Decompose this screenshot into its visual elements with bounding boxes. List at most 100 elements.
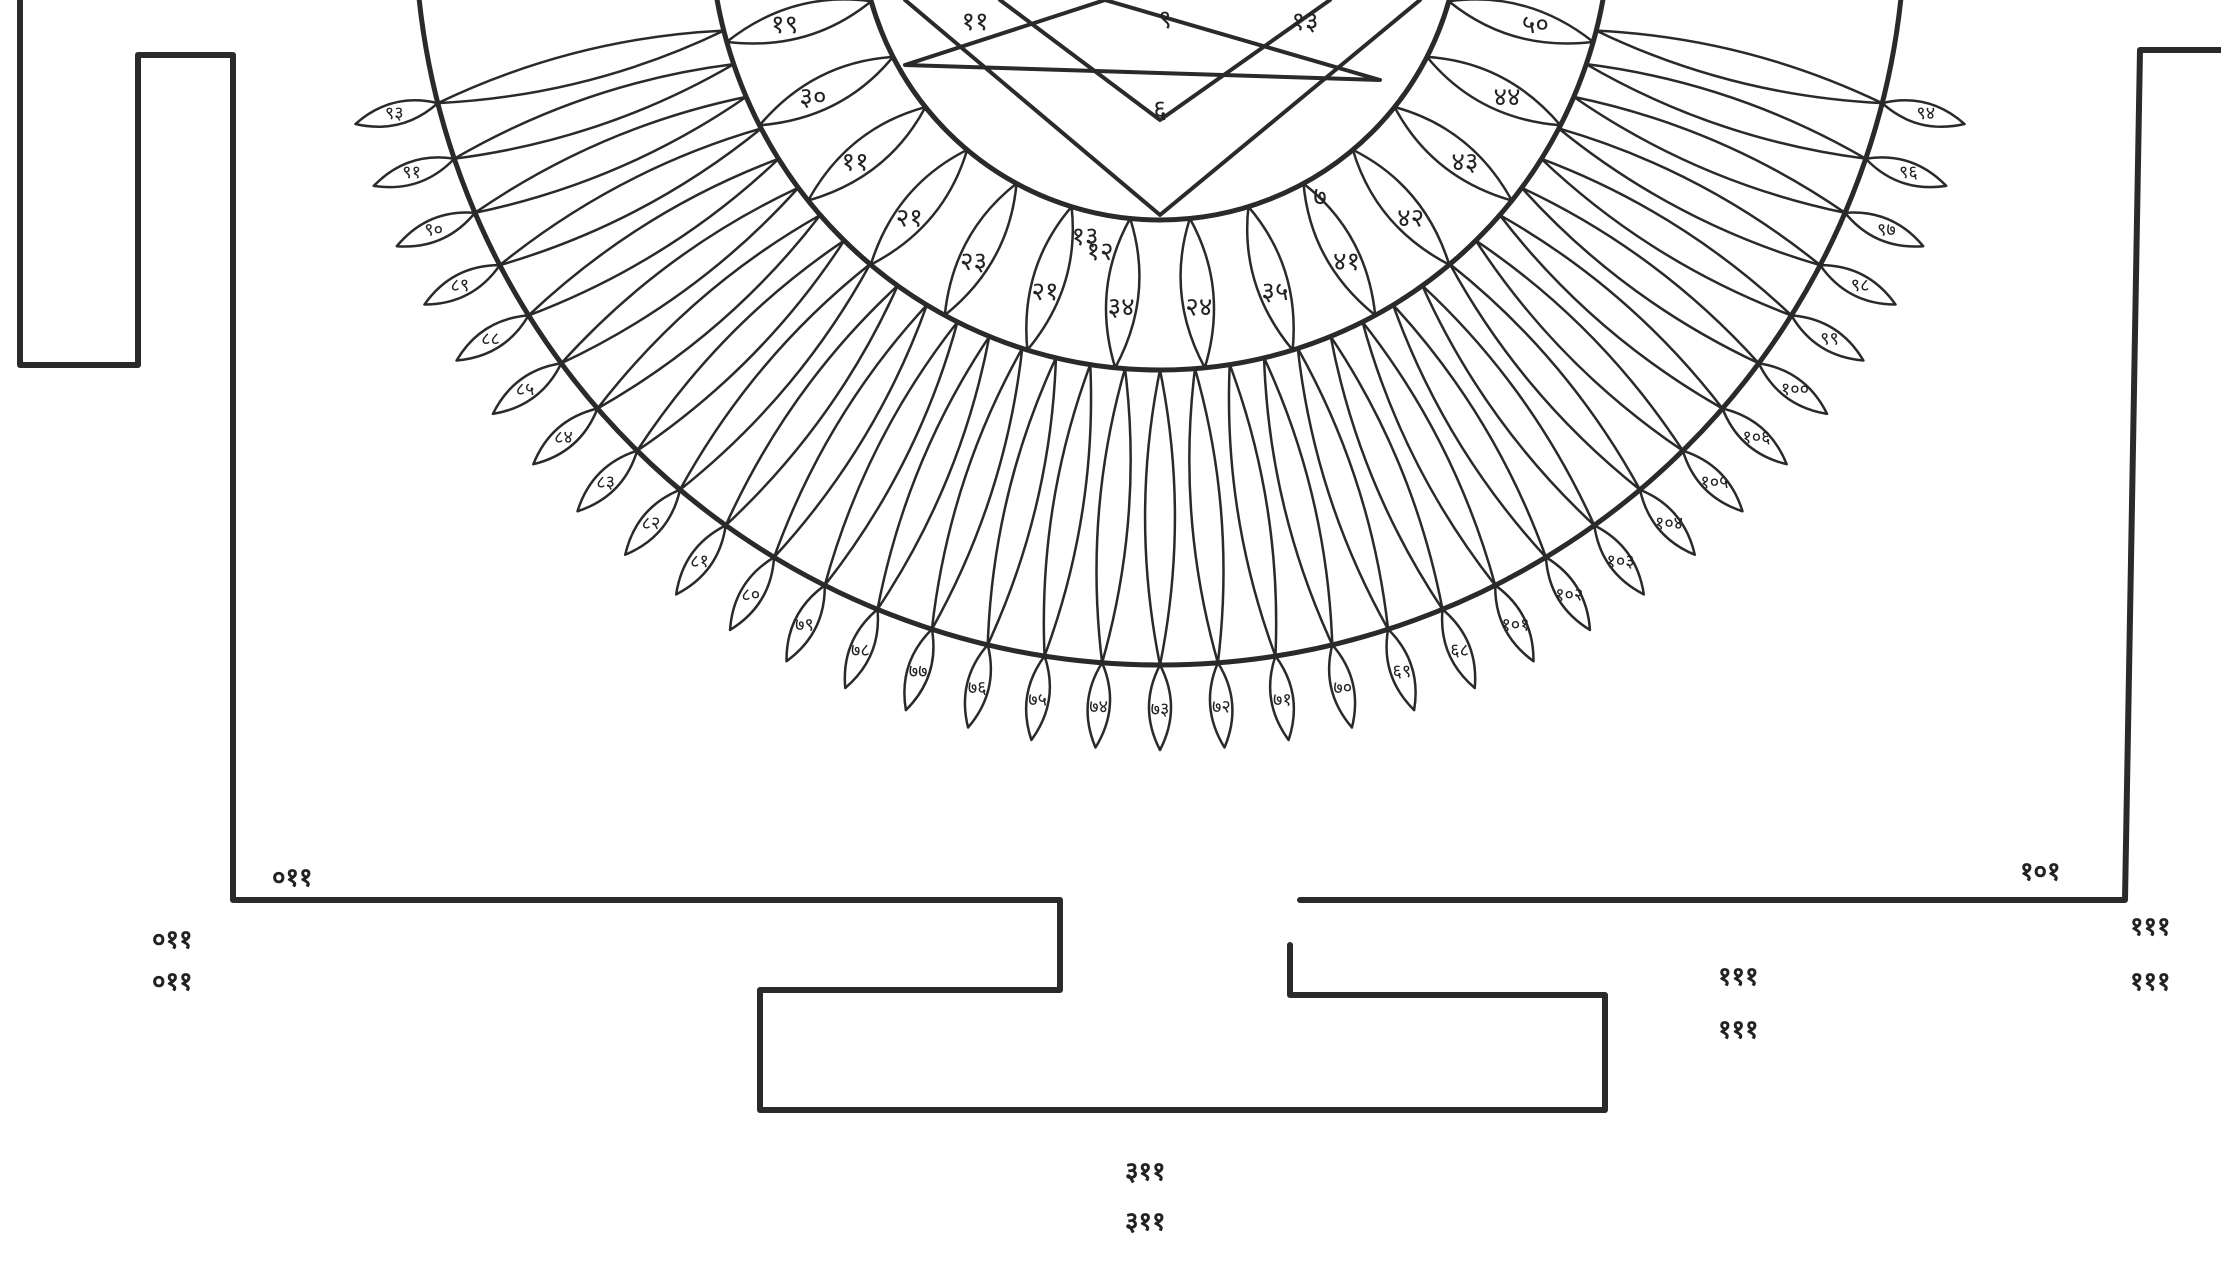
petals-outer xyxy=(355,31,1964,750)
petals-middle xyxy=(727,0,1593,368)
outer-petal xyxy=(988,358,1056,645)
frame-label-left-bottom-2: ०११ xyxy=(152,967,193,997)
outer-petal xyxy=(1044,365,1091,656)
outer-petal xyxy=(1096,369,1130,663)
fringe-petal-label: ७३ xyxy=(1151,699,1170,720)
frame-label-right-bottom-2: १११ xyxy=(2130,967,2171,997)
frame-labels: ०११ ०११ ०११ १०१ १११ १११ १११ १११ ३११ ३११ xyxy=(152,857,2171,1237)
outer-petal xyxy=(1145,370,1175,665)
outer-petal xyxy=(1522,188,1759,364)
fringe-petal-label: ८१ xyxy=(690,551,709,572)
frame-label-gate-right-1: १११ xyxy=(1718,962,1759,992)
outer-frame xyxy=(20,0,2221,1110)
fringe-petal-label: ८५ xyxy=(516,379,535,400)
middle-petal-label: २१ xyxy=(896,203,923,233)
fringe-petal-label: १०३ xyxy=(1606,551,1634,572)
fringe-petal-label: ८० xyxy=(741,585,760,606)
frame-right-side xyxy=(1300,50,2221,900)
fringe-petal-label: ७९ xyxy=(795,614,814,635)
middle-petal-label: २३ xyxy=(960,247,987,277)
fringe-petal-label: १०० xyxy=(1781,379,1809,400)
fringe-petal-label: ९० xyxy=(424,219,443,240)
middle-petal xyxy=(727,0,871,44)
outer-petal xyxy=(1264,358,1332,645)
fringe-petal-label: १०१ xyxy=(1501,614,1529,635)
outer-petal xyxy=(1541,159,1791,316)
fringe-petal-label: ९१ xyxy=(402,162,421,183)
fringe-petal-label: ९८ xyxy=(1851,275,1870,296)
outer-petal xyxy=(597,215,820,408)
fringe-petal-label: ७७ xyxy=(909,661,928,682)
frame-label-gate-right-2: १११ xyxy=(1718,1015,1759,1045)
triangle-label: ७ xyxy=(1313,182,1327,212)
fringe-petal-label: १०६ xyxy=(1742,427,1770,448)
middle-petal-label: ४१ xyxy=(1333,247,1360,277)
middle-petal-label: २१ xyxy=(1032,277,1059,307)
middle-petal-label: २४ xyxy=(1185,293,1212,323)
outer-petal xyxy=(1362,322,1495,585)
middle-petal-label: ४४ xyxy=(1494,82,1521,112)
outer-petal xyxy=(529,159,779,316)
triangle-labels: ११९६१३१३७१२ xyxy=(961,5,1326,267)
middle-petal-label: ४२ xyxy=(1397,203,1424,233)
middle-petal-label: १९ xyxy=(771,10,798,40)
triangle-label: ११ xyxy=(961,7,988,37)
middle-petal-label: ३५ xyxy=(1261,277,1288,307)
fringe-petal-label: ७१ xyxy=(1273,689,1292,710)
outer-petal xyxy=(475,97,746,213)
triangle-label: ९ xyxy=(1158,5,1172,35)
outer-petal xyxy=(1229,365,1276,656)
outer-petal xyxy=(1574,97,1845,213)
outer-petal xyxy=(1189,369,1223,663)
fringe-petal-label: ९७ xyxy=(1877,219,1896,240)
outer-petal xyxy=(680,264,870,490)
outer-petal xyxy=(561,188,798,364)
outer-petal xyxy=(877,336,989,609)
fringe-petal-label: ७० xyxy=(1333,678,1352,699)
fringe-petal-label: ८३ xyxy=(596,472,615,493)
outer-petal xyxy=(1500,215,1723,408)
fringe-petal-label: ८२ xyxy=(642,513,661,534)
outer-petal xyxy=(774,305,927,557)
fringe-petal-label: १०२ xyxy=(1555,585,1583,606)
outer-petal xyxy=(637,241,844,451)
fringe-petal-label: १०४ xyxy=(1655,513,1683,534)
middle-petal-label: ३० xyxy=(799,82,826,112)
fringe-petal-label: ७८ xyxy=(851,640,870,661)
outer-petal xyxy=(1393,305,1546,557)
frame-label-right-bottom-1: १११ xyxy=(2130,912,2171,942)
fringe-petal-label: ९६ xyxy=(1899,162,1918,183)
fringe-petal-label: ९९ xyxy=(1820,328,1839,349)
frame-label-gate-bottom-1: ३११ xyxy=(1125,1157,1166,1187)
middle-petal-label: ११ xyxy=(842,148,869,178)
frame-label-right-top: १०१ xyxy=(2020,857,2061,887)
triangle-label: १२ xyxy=(1086,237,1113,267)
fringe-petal-label: ७६ xyxy=(968,678,987,699)
outer-petal xyxy=(1331,336,1443,609)
fringe-petal-label: ७२ xyxy=(1212,697,1231,718)
outer-petal xyxy=(1422,286,1594,526)
middle-petal-label: ३४ xyxy=(1108,293,1135,323)
outer-petal xyxy=(1476,241,1683,451)
triangle-label: १३ xyxy=(1291,7,1318,37)
frame-label-left-bottom-1: ०११ xyxy=(152,925,193,955)
fringe-petal-label: १०५ xyxy=(1700,472,1728,493)
fringe-petal-label: ९४ xyxy=(1916,103,1935,124)
fringe-petal-label: ७५ xyxy=(1028,689,1047,710)
fringe-petal-label: ८९ xyxy=(451,275,470,296)
middle-petal-label: ५० xyxy=(1522,10,1549,40)
frame-left-notch xyxy=(20,0,1605,1110)
fringe-petal-label: ८४ xyxy=(554,427,573,448)
fringe-petal-label: ७४ xyxy=(1089,697,1108,718)
fringe-petal-label: ९३ xyxy=(385,103,404,124)
outer-petal xyxy=(726,286,898,526)
frame-label-left-top: ०११ xyxy=(272,863,313,893)
outer-petal xyxy=(1450,264,1640,490)
frame-label-gate-bottom-2: ३११ xyxy=(1125,1207,1166,1237)
triangle-label: ६ xyxy=(1153,95,1167,125)
fringe-petal-label: ६९ xyxy=(1393,661,1412,682)
outer-petal xyxy=(825,322,958,585)
middle-petal-label: ४३ xyxy=(1451,148,1478,178)
